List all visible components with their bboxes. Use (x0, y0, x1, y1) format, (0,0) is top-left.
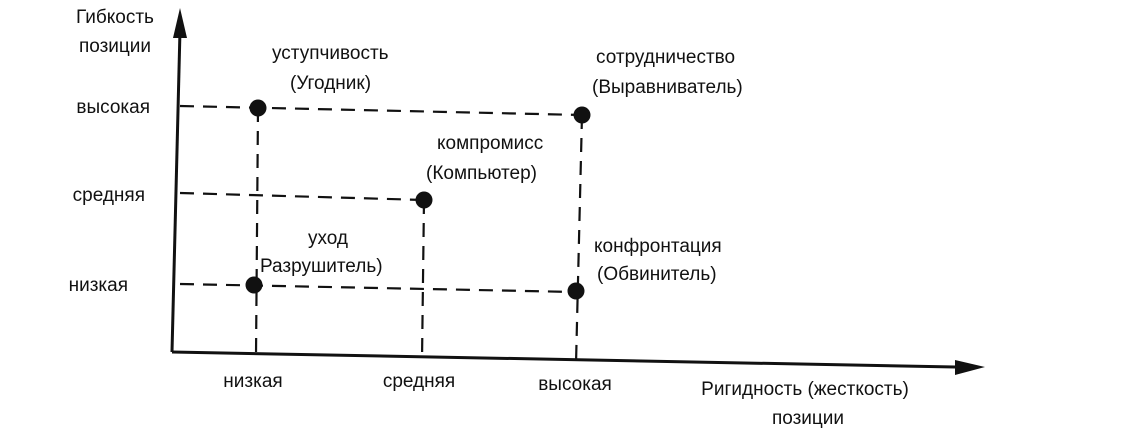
caption-accommodation-name: уступчивость (272, 43, 389, 64)
caption-collaboration-name: сотрудничество (596, 47, 736, 68)
point-avoidance (245, 276, 263, 294)
caption-avoidance-name: уход (308, 228, 349, 249)
caption-compromise-role: (Компьютер) (426, 163, 537, 184)
x-tick-medium: средняя (382, 371, 456, 392)
guide-high-vertical (574, 114, 584, 365)
y-tick-high: высокая (76, 97, 150, 118)
y-tick-medium: средняя (72, 185, 145, 206)
guide-medium-vertical (420, 199, 426, 361)
caption-avoidance-role: Разрушитель) (260, 256, 383, 277)
x-axis-title-line1: Ригидность (жесткость) (701, 379, 909, 400)
caption-confrontation-name: конфронтация (594, 236, 722, 257)
y-axis-line (170, 29, 182, 353)
guide-low-horizontal (179, 282, 577, 294)
y-axis-title-line1: Гибкость (76, 7, 154, 28)
y-tick-low: низкая (68, 275, 128, 296)
x-tick-high: высокая (538, 374, 612, 395)
point-collaboration (573, 106, 591, 124)
point-compromise (415, 191, 433, 209)
y-axis-arrow (173, 8, 187, 38)
point-confrontation (567, 282, 585, 300)
y-axis-title-line2: позиции (78, 36, 152, 57)
caption-accommodation-role: (Угодник) (290, 73, 372, 94)
x-axis-line (171, 350, 956, 369)
caption-confrontation-role: (Обвинитель) (597, 264, 717, 285)
guide-medium-horizontal (179, 191, 425, 202)
x-axis-arrow (955, 360, 985, 375)
guide-high-horizontal (179, 104, 583, 117)
x-axis-title-line2: позиции (771, 408, 845, 429)
caption-collaboration-role: (Выравниватель) (592, 77, 743, 98)
point-accommodation (249, 99, 267, 117)
x-tick-low: низкая (223, 371, 283, 392)
caption-compromise-name: компромисс (437, 133, 544, 154)
guide-low-vertical (254, 107, 260, 357)
